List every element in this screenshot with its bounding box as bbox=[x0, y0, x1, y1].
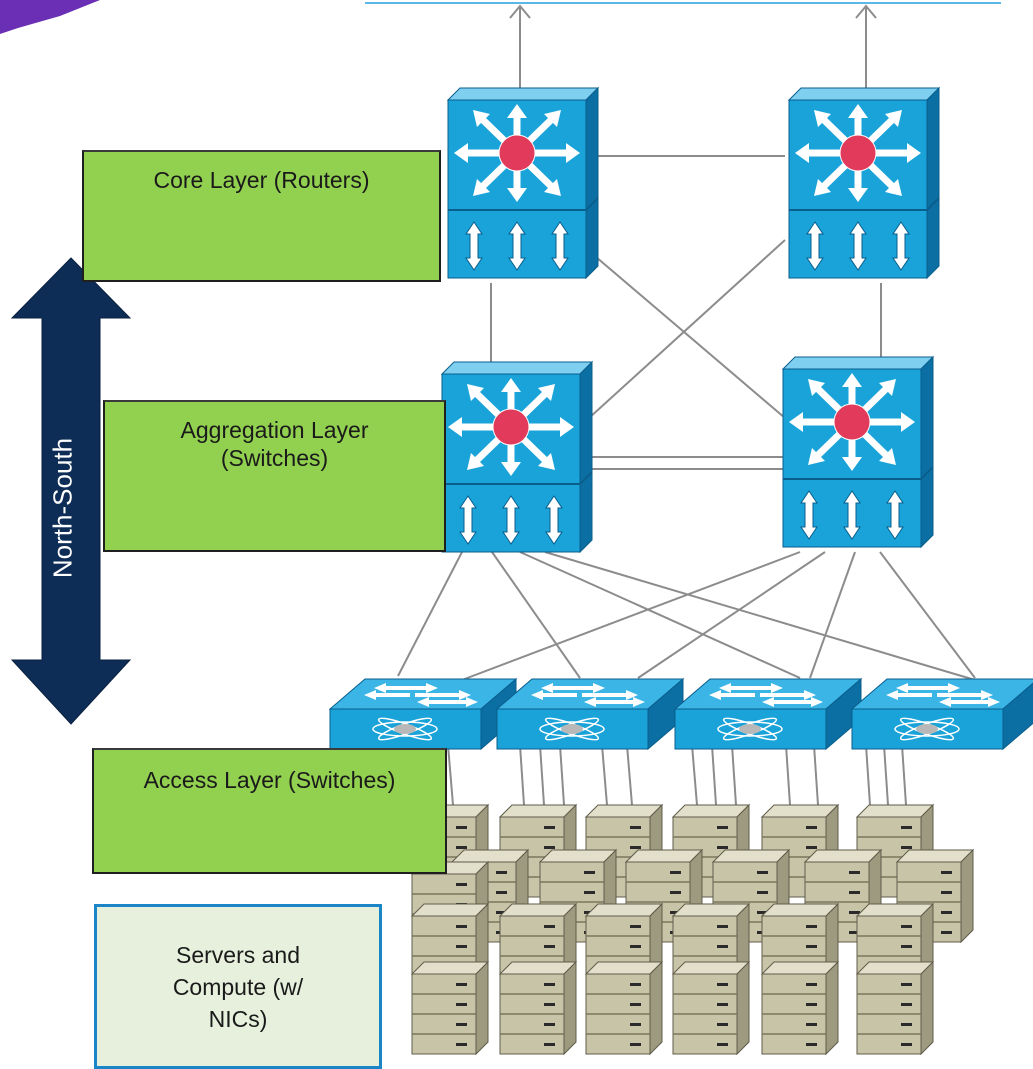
north-south-arrow bbox=[10, 257, 132, 725]
server-icon bbox=[585, 961, 663, 1055]
access-switch-icon bbox=[673, 677, 863, 751]
aggregation-layer-label: Aggregation Layer (Switches) bbox=[103, 400, 446, 552]
access-layer-label: Access Layer (Switches) bbox=[92, 748, 447, 874]
core-router-icon bbox=[789, 88, 939, 278]
server-icon bbox=[856, 961, 934, 1055]
server-icon bbox=[761, 961, 839, 1055]
aggregation-layer-text-2: (Switches) bbox=[220, 445, 329, 471]
access-switch-icon bbox=[328, 677, 518, 751]
north-south-label: North-South bbox=[47, 437, 78, 579]
network-links bbox=[397, 155, 976, 806]
access-layer-text: Access Layer (Switches) bbox=[143, 767, 396, 793]
servers-text-3: NICs) bbox=[208, 1005, 268, 1032]
server-icon bbox=[411, 961, 489, 1055]
corner-decoration bbox=[0, 0, 100, 34]
uplink-line bbox=[365, 2, 1001, 88]
servers-text-2: Compute (w/ bbox=[172, 973, 304, 1000]
servers-compute-label: Servers and Compute (w/ NICs) bbox=[94, 904, 382, 1069]
aggregation-switch-icon bbox=[783, 357, 933, 547]
core-layer-text: Core Layer (Routers) bbox=[153, 167, 370, 193]
access-switch-icon bbox=[495, 677, 685, 751]
server-rack bbox=[411, 804, 974, 1055]
core-router-icon bbox=[448, 88, 598, 278]
aggregation-layer-text-1: Aggregation Layer bbox=[180, 417, 369, 443]
aggregation-switch-icon bbox=[442, 362, 592, 552]
server-icon bbox=[499, 961, 577, 1055]
core-layer-label: Core Layer (Routers) bbox=[82, 150, 441, 282]
server-icon bbox=[672, 961, 750, 1055]
access-switch-icon bbox=[850, 677, 1033, 751]
servers-text-1: Servers and bbox=[175, 941, 300, 968]
